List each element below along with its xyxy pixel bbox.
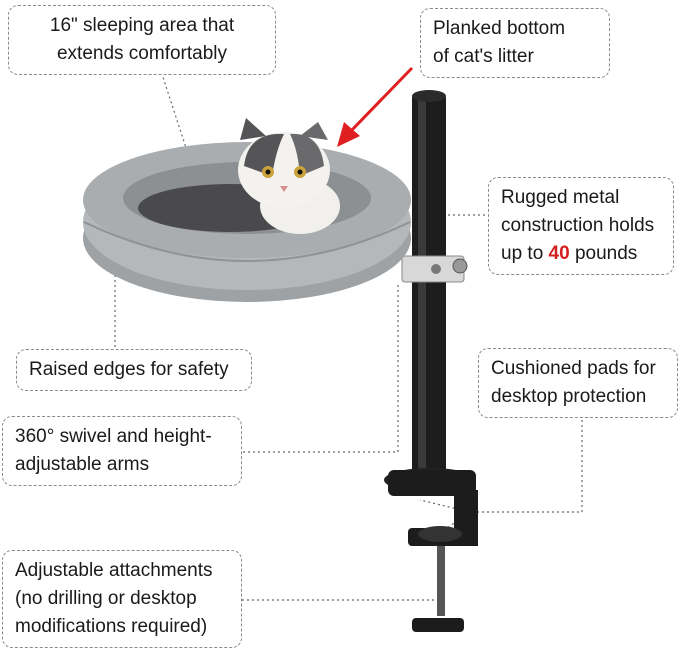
attachments-line2: (no drilling or desktop	[15, 588, 197, 609]
swivel-line1: 360° swivel and height-	[15, 426, 212, 447]
weight-limit: 40	[548, 243, 570, 264]
metal-line1: Rugged metal	[501, 187, 620, 208]
swivel-line2: adjustable arms	[15, 454, 150, 475]
leader-pads	[419, 420, 583, 513]
attachments-line1: Adjustable attachments	[15, 560, 213, 581]
planked-bottom-line1: Planked bottom	[433, 18, 566, 39]
pole	[412, 94, 446, 484]
edges-line1: Raised edges for safety	[29, 359, 229, 380]
metal-line2: construction holds	[501, 215, 655, 236]
callout-metal: Rugged metal construction holds up to 40…	[488, 177, 674, 275]
callout-planked-bottom: Planked bottom of cat's litter	[420, 8, 610, 78]
leader-sleeping-area	[159, 67, 191, 161]
metal-line3: up to 40 pounds	[501, 240, 661, 268]
pads-line2: desktop protection	[491, 386, 647, 407]
clamp-screw	[437, 546, 445, 616]
callout-attachments: Adjustable attachments (no drilling or d…	[2, 550, 242, 648]
callout-swivel: 360° swivel and height- adjustable arms	[2, 416, 242, 486]
metal-line3-suffix: pounds	[569, 243, 638, 264]
callout-pads: Cushioned pads for desktop protection	[478, 348, 678, 418]
red-arrow-icon	[337, 66, 414, 147]
sleeping-area-line1: 16" sleeping area that	[49, 15, 235, 36]
cat-image	[138, 118, 340, 234]
planked-bottom-line2: of cat's litter	[433, 46, 534, 67]
leader-swivel	[242, 285, 399, 453]
callout-sleeping-area: 16" sleeping area that extends comfortab…	[8, 5, 276, 75]
pads-line1: Cushioned pads for	[491, 358, 656, 379]
attachments-line3: modifications required)	[15, 616, 208, 637]
metal-line3-prefix: up to	[501, 243, 549, 264]
sleeping-area-line2: extends comfortably	[56, 43, 228, 64]
callout-edges: Raised edges for safety	[16, 349, 252, 391]
